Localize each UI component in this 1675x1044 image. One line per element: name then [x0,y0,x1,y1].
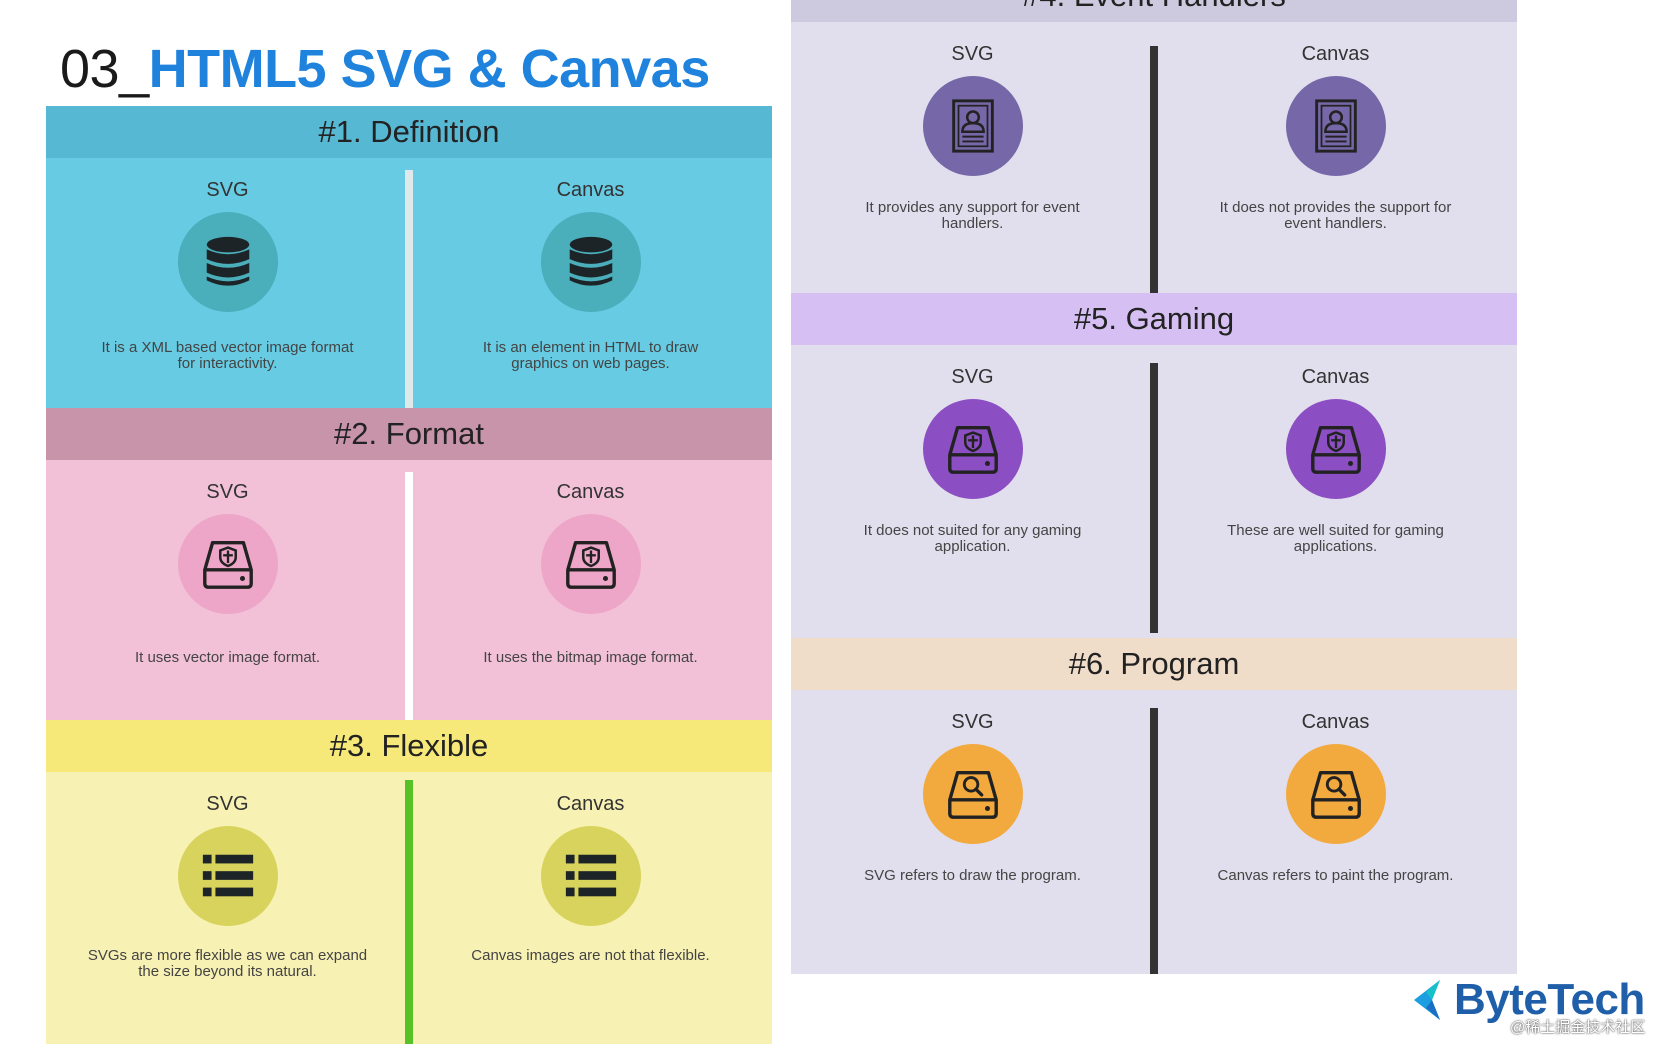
database-icon [540,212,641,312]
section-heading: #3. Flexible [46,720,772,772]
canvas-description: Canvas images are not that flexible. [471,947,710,964]
drive-shield-icon [177,514,278,614]
drive-search-icon [1285,744,1386,844]
section-body: SVG It does not suited for any gaming ap… [791,345,1517,638]
svg-description: It uses vector image format. [134,649,321,666]
canvas-label: Canvas [556,793,625,815]
section-gaming: #5. Gaming SVG It does not suited for an… [791,293,1517,638]
svg-description: It is a XML based vector image format fo… [101,339,354,372]
section-format: #2. Format SVG It uses vector image form… [46,408,772,720]
drive-shield-icon [1285,399,1386,499]
canvas-description: It uses the bitmap image format. [483,649,698,666]
watermark: @稀土掘金技术社区 [1510,1019,1646,1036]
section-body: SVG It provides any support for event ha… [791,22,1517,293]
canvas-column: Canvas It is an element in HTML to draw … [409,158,772,408]
list-icon [540,826,641,926]
drive-search-icon [922,744,1023,844]
svg-column: SVG It is a XML based vector image forma… [46,158,409,408]
canvas-label: Canvas [1301,43,1370,65]
canvas-description: It is an element in HTML to draw graphic… [482,339,699,372]
svg-label: SVG [206,793,249,815]
title-prefix: 03_ [60,39,149,99]
canvas-column: Canvas Canvas refers to paint the progra… [1154,690,1517,974]
canvas-label: Canvas [1301,711,1370,733]
svg-label: SVG [951,366,994,388]
canvas-label: Canvas [1301,366,1370,388]
section-program: #6. Program SVG SVG refers to draw the p… [791,638,1517,974]
profile-document-icon [922,76,1023,176]
column-divider [1150,363,1158,633]
svg-description: It does not suited for any gaming applic… [863,522,1082,555]
section-heading: #6. Program [791,638,1517,690]
canvas-description: Canvas refers to paint the program. [1217,867,1454,884]
svg-label: SVG [206,179,249,201]
section-heading: #4. Event Handlers [791,0,1517,22]
section-body: SVG It is a XML based vector image forma… [46,158,772,408]
section-body: SVG SVGs are more flexible as we can exp… [46,772,772,1044]
title-main: HTML5 SVG & Canvas [148,39,711,99]
section-heading: #2. Format [46,408,772,460]
svg-label: SVG [206,481,249,503]
column-divider [1150,708,1158,974]
canvas-description: These are well suited for gaming applica… [1227,522,1444,555]
page-title: 03_HTML5 SVG & Canvas [60,34,710,104]
section-body: SVG It uses vector image format. Canvas … [46,460,772,720]
svg-column: SVG SVGs are more flexible as we can exp… [46,772,409,1044]
section-body: SVG SVG refers to draw the program. Canv… [791,690,1517,974]
section-flexible: #3. Flexible SVG SVGs are more flexible … [46,720,772,1044]
column-divider [405,472,413,720]
canvas-column: Canvas Canvas images are not that flexib… [409,772,772,1044]
canvas-label: Canvas [556,179,625,201]
section-event-handlers: #4. Event Handlers SVG It provides any s… [791,0,1517,293]
canvas-column: Canvas It does not provides the support … [1154,22,1517,293]
column-divider [405,170,413,408]
bytetech-logo: ByteTech [1410,972,1645,1028]
drive-shield-icon [922,399,1023,499]
profile-document-icon [1285,76,1386,176]
section-heading: #5. Gaming [791,293,1517,345]
drive-shield-icon [540,514,641,614]
canvas-description: It does not provides the support for eve… [1219,199,1452,232]
database-icon [177,212,278,312]
svg-label: SVG [951,43,994,65]
list-icon [177,826,278,926]
canvas-column: Canvas It uses the bitmap image format. [409,460,772,720]
svg-column: SVG It uses vector image format. [46,460,409,720]
svg-column: SVG SVG refers to draw the program. [791,690,1154,974]
svg-column: SVG It provides any support for event ha… [791,22,1154,293]
svg-description: SVGs are more flexible as we can expand … [87,947,368,980]
section-heading: #1. Definition [46,106,772,158]
svg-column: SVG It does not suited for any gaming ap… [791,345,1154,638]
brand-name: ByteTech [1454,975,1645,1024]
column-divider [1150,46,1158,293]
section-definition: #1. Definition SVG It is a XML based vec… [46,106,772,408]
svg-description: It provides any support for event handle… [865,199,1080,232]
column-divider [405,780,413,1044]
svg-description: SVG refers to draw the program. [864,867,1081,884]
bytetech-logo-icon [1414,980,1440,1020]
svg-label: SVG [951,711,994,733]
canvas-column: Canvas These are well suited for gaming … [1154,345,1517,638]
canvas-label: Canvas [556,481,625,503]
